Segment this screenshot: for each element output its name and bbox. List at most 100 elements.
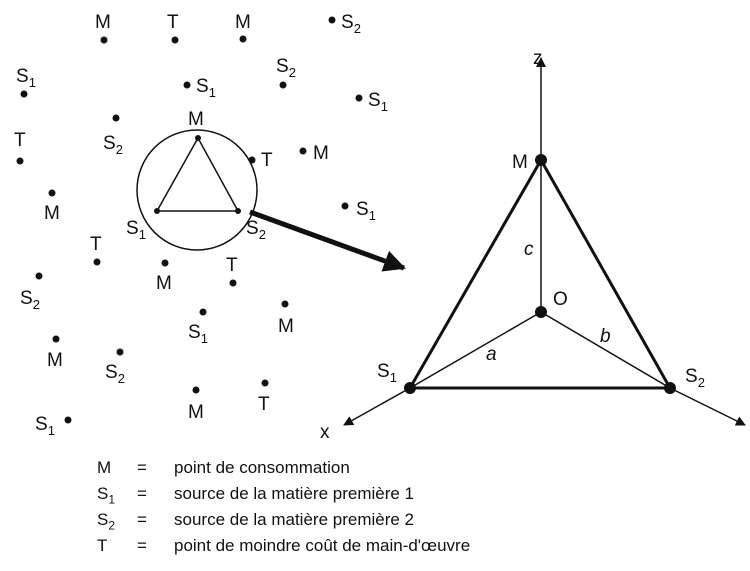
map-point: M [44,189,60,224]
map-point-dot [100,36,108,44]
legend-definition: source de la matière première 1 [174,484,415,503]
map-point-dot [112,114,120,122]
map-point: S2 [276,56,296,89]
map-point: S1 [355,90,388,114]
map-point-label: T [90,234,102,255]
map-point-dot [328,16,336,24]
map-point-label: T [226,255,238,276]
edge-a-line [409,311,542,389]
map-point: S2 [328,12,361,36]
map-point-dot [279,81,287,89]
map-point: M [95,12,111,44]
inset-label-top: M [188,109,204,130]
map-point-label: S2 [20,288,40,312]
x-axis [343,387,411,426]
map-point-label: S1 [356,199,376,223]
map-point-label: M [235,12,251,33]
legend-row-t: T = point de moindre coût de main-d'œuvr… [97,536,470,562]
map-point-dot [20,90,28,98]
map-point-dot [183,81,191,89]
map-point-dot [281,300,289,308]
map-point-label: T [167,12,179,33]
map-point: T [90,234,102,266]
map-point-label: M [188,402,204,423]
map-point-label: S1 [35,414,55,438]
outer-triangle [407,156,673,390]
axis-triangle: z x O M S1 S2 c a b [320,48,746,443]
map-point-dot [199,308,207,316]
map-point-dot [93,258,101,266]
map-point-dot [161,259,169,267]
legend-row-s2: S2 = source de la matière première 2 [97,510,470,536]
map-point-label: S2 [103,133,123,157]
map-point-dot [64,416,72,424]
map-point-dot [229,279,237,287]
vertex-right-dot [664,382,676,394]
inset-circle: M S1 S2 [126,109,266,251]
inset-label-left: S1 [126,218,146,242]
map-point-dot [261,379,269,387]
legend: M = point de consommation S1 = source de… [97,458,470,562]
vertex-right-label: S2 [685,366,705,390]
legend-equals: = [137,510,147,529]
map-point-dot [341,202,349,210]
map-point: M [235,12,251,43]
map-point-dot [299,147,307,155]
map-point: S1 [16,66,36,98]
edge-b-line [540,311,671,389]
map-point: M [188,386,204,423]
map-point: M [278,300,294,337]
edge-b-label: b [600,326,611,347]
map-point-dot [355,94,363,102]
map-point: S2 [105,348,125,386]
map-point-label: S2 [276,56,296,80]
map-point: S2 [103,114,123,157]
origin-dot [535,306,547,318]
edge-c-label: c [524,239,534,260]
map-point: S1 [188,308,208,346]
map-point: M [47,335,63,371]
map-point: S1 [35,414,72,438]
map-point-label: S1 [368,90,388,114]
x-axis-label: x [320,422,330,443]
legend-equals: = [137,458,147,477]
vertex-top-dot [535,154,547,166]
map-point-dot [16,157,24,165]
legend-definition: source de la matière première 2 [174,510,415,529]
map-point-dot [52,335,60,343]
map-point-label: M [278,316,294,337]
map-point: S1 [341,199,376,223]
map-point-label: M [44,203,60,224]
legend-row-m: M = point de consommation [97,458,470,484]
map-point: T [258,379,270,415]
map-point-label: T [261,150,273,171]
edge-a-label: a [486,344,497,365]
zoom-arrow [249,209,406,272]
map-point-dot [239,35,247,43]
vertex-left-label: S1 [377,361,397,385]
legend-equals: = [137,484,147,503]
map-point-dot [171,36,179,44]
map-point-label: M [95,12,111,33]
map-point-dot [35,272,43,280]
legend-row-s1: S1 = source de la matière première 1 [97,484,470,510]
vertex-top-label: M [512,152,528,173]
map-point-label: M [47,350,63,371]
map-point-label: S1 [188,322,208,346]
map-point: M [156,259,172,294]
origin-label: O [553,289,568,310]
legend-definition: point de moindre coût de main-d'œuvre [174,536,471,555]
map-point-dot [116,348,124,356]
map-point-dot [192,386,200,394]
y-axis [669,387,746,426]
map-point: T [167,12,179,44]
map-point-label: S2 [341,12,361,36]
z-axis-label: z [533,48,543,69]
vertex-left-dot [404,382,416,394]
map-point-dot [48,189,56,197]
legend-symbol: S1 [97,484,116,507]
map-point: T [226,255,238,287]
legend-equals: = [137,536,147,555]
